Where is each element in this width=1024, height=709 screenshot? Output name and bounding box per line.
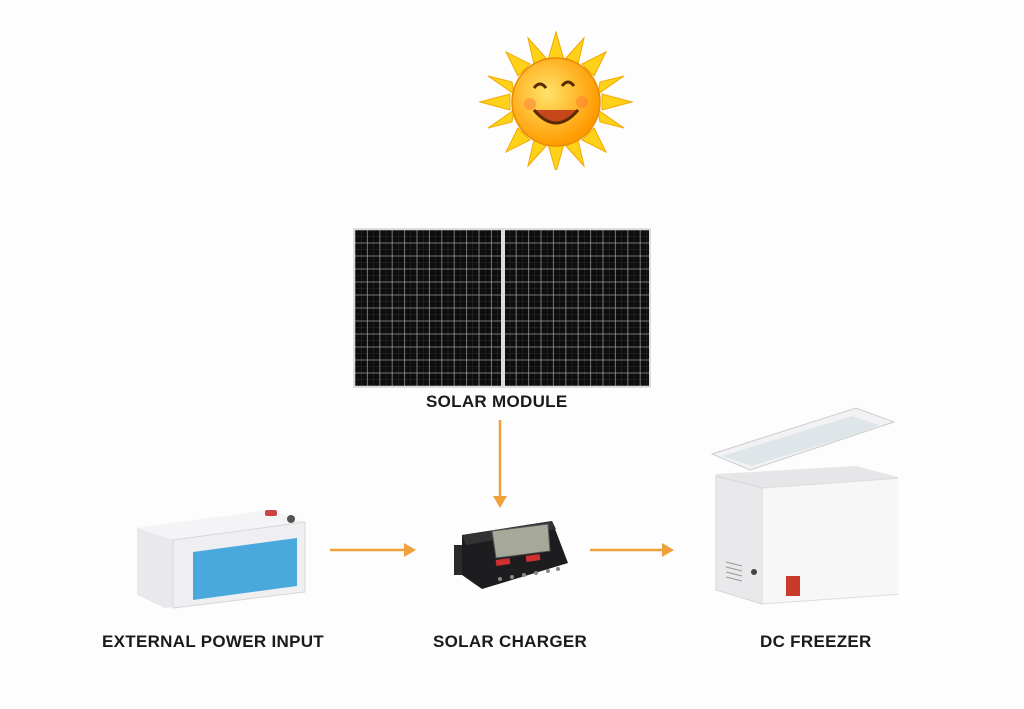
- solar-charger-image: [454, 521, 568, 589]
- dc-freezer-label: DC FREEZER: [760, 632, 872, 651]
- sun-icon: [478, 30, 634, 170]
- external-power-input-label: EXTERNAL POWER INPUT: [102, 632, 324, 651]
- battery-image: [137, 510, 306, 609]
- solar-charger-label: SOLAR CHARGER: [433, 632, 588, 651]
- solar-module-image: [353, 228, 651, 388]
- solar-module-label: SOLAR MODULE: [426, 392, 568, 411]
- dc-freezer-image: [710, 407, 898, 605]
